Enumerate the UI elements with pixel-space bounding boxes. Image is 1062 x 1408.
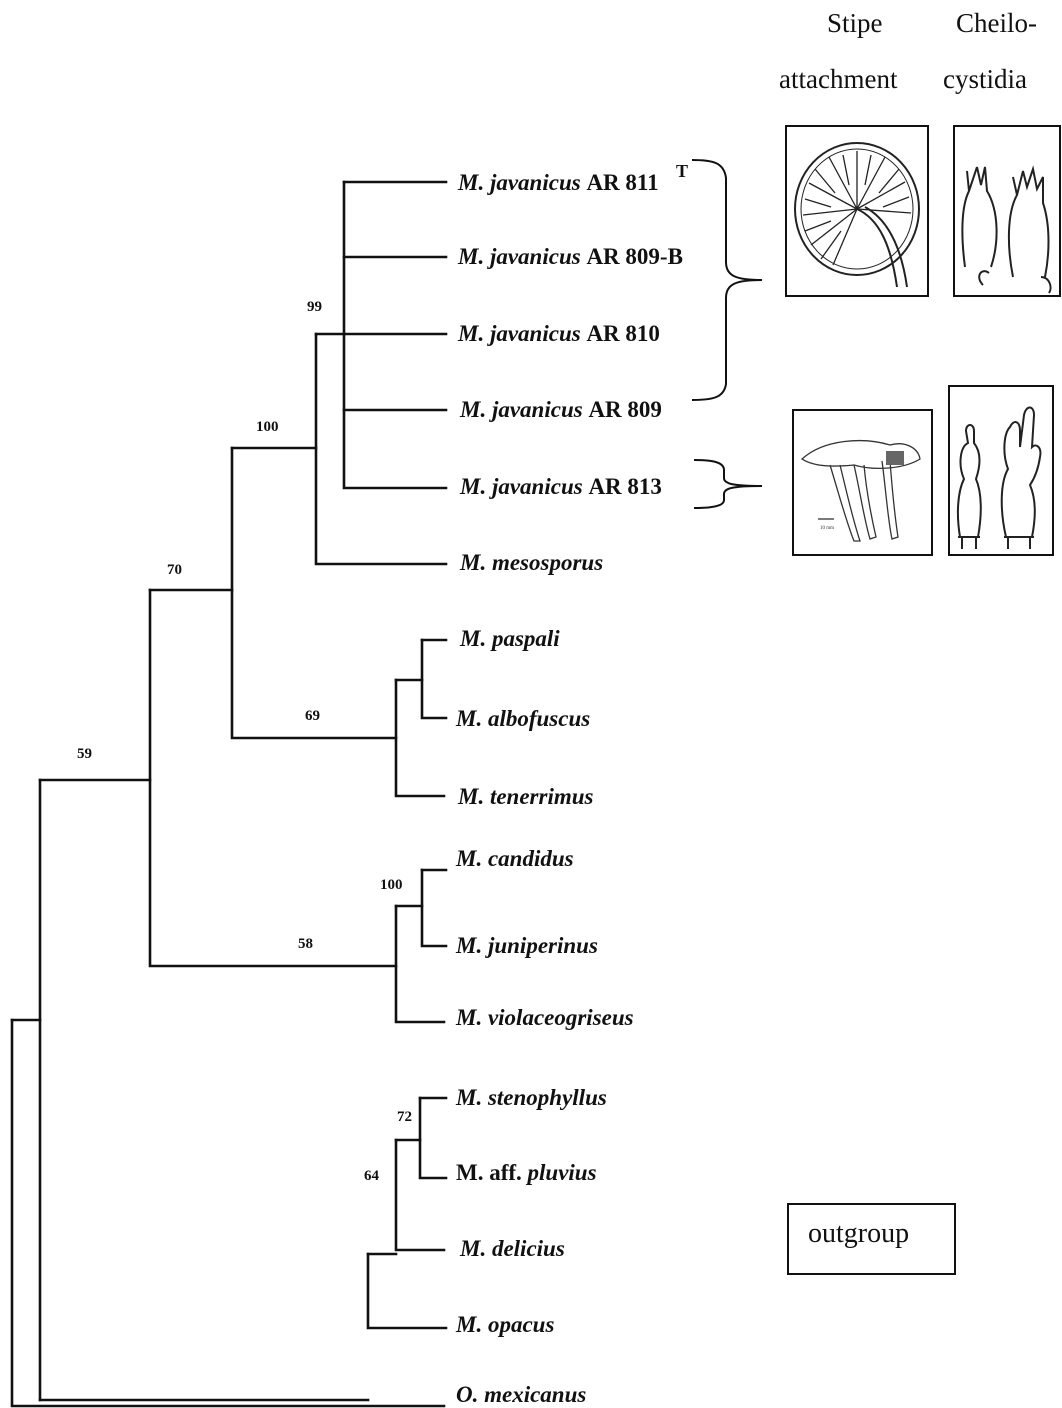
type-marker: T [676, 161, 688, 181]
taxon-delicius: M. delicius [459, 1236, 565, 1261]
taxon-opacus: M. opacus [455, 1312, 554, 1337]
taxon-albofuscus: M. albofuscus [455, 706, 590, 731]
bootstrap-58: 58 [298, 936, 313, 952]
bootstrap-72: 72 [397, 1109, 412, 1125]
bootstrap-100-b: 100 [380, 877, 403, 893]
taxon-javanicus-ar811: M. javanicus AR 811 [457, 170, 659, 195]
taxon-juniperinus: M. juniperinus [455, 933, 598, 958]
taxon-javanicus-ar809b: M. javanicus AR 809-B [457, 244, 683, 269]
taxon-o-mexicanus: O. mexicanus [456, 1382, 586, 1407]
bootstrap-64: 64 [364, 1168, 380, 1184]
taxon-tenerrimus: M. tenerrimus [457, 784, 594, 809]
bootstrap-69: 69 [305, 708, 320, 724]
taxon-aff-pluvius: M. aff. pluvius [456, 1160, 597, 1185]
taxon-javanicus-ar810: M. javanicus AR 810 [457, 321, 660, 346]
taxon-mesosporus: M. mesosporus [459, 550, 603, 575]
tree-branches [12, 182, 446, 1406]
taxon-candidus: M. candidus [455, 846, 574, 871]
bootstrap-100-a: 100 [256, 419, 279, 435]
bootstrap-99: 99 [307, 299, 322, 315]
taxon-javanicus-ar809: M. javanicus AR 809 [459, 397, 662, 422]
bootstrap-59: 59 [77, 746, 92, 762]
taxon-paspali: M. paspali [459, 626, 560, 651]
bootstrap-values: 99 100 70 69 59 100 58 72 64 [77, 299, 412, 1184]
bootstrap-70: 70 [167, 562, 182, 578]
clade-brackets [692, 160, 762, 508]
taxon-javanicus-ar813: M. javanicus AR 813 [459, 474, 662, 499]
taxon-violaceogriseus: M. violaceogriseus [455, 1005, 634, 1030]
taxon-labels: M. javanicus AR 811 T M. javanicus AR 80… [455, 161, 688, 1407]
taxon-stenophyllus: M. stenophyllus [455, 1085, 607, 1110]
